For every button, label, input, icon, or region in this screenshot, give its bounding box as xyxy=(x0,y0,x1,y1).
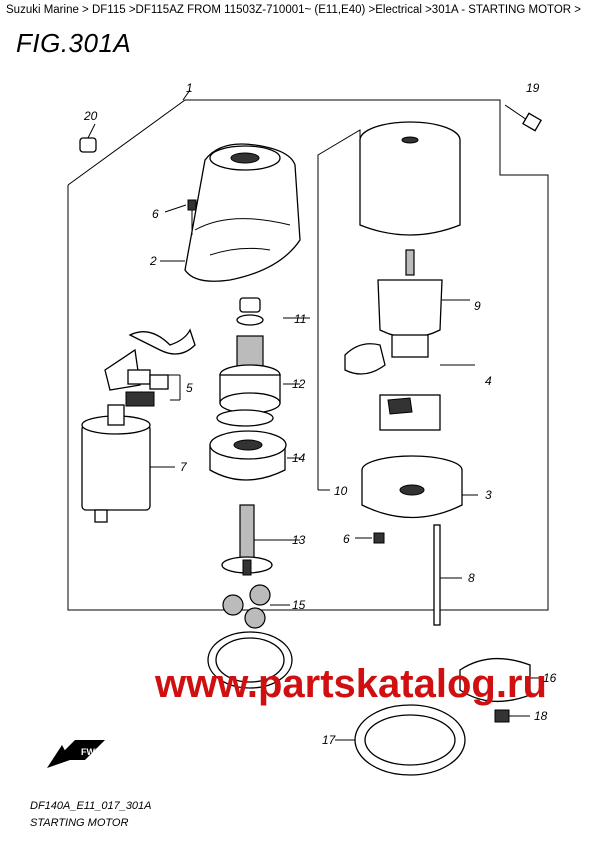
callout-5: 5 xyxy=(186,381,193,395)
assembly-boundary-10 xyxy=(317,129,361,490)
gear-case-part-14 xyxy=(209,409,287,481)
assembly-boundary-1 xyxy=(67,99,549,611)
callout-6a: 6 xyxy=(152,207,159,221)
solenoid-part-7 xyxy=(81,404,175,523)
drive-shaft-part-13 xyxy=(221,504,273,576)
callout-17: 17 xyxy=(322,733,337,747)
callout-2: 2 xyxy=(149,254,157,268)
lever-part-5 xyxy=(104,328,196,407)
clamp-part-16 xyxy=(459,657,540,703)
callout-6b: 6 xyxy=(343,532,350,546)
callout-13: 13 xyxy=(292,533,306,547)
callout-1: 1 xyxy=(186,81,193,95)
housing-part-2 xyxy=(184,143,301,282)
diagram-caption: STARTING MOTOR xyxy=(30,817,129,829)
callout-10: 10 xyxy=(334,484,348,498)
leader-lines xyxy=(160,89,310,606)
callout-16: 16 xyxy=(543,671,557,685)
callout-12: 12 xyxy=(292,377,306,391)
watermark: www.partskatalog.ru xyxy=(154,662,547,706)
armature-part-9 xyxy=(377,249,470,358)
callout-4: 4 xyxy=(485,374,492,388)
breadcrumb[interactable]: Suzuki Marine > DF115 >DF115AZ FROM 1150… xyxy=(6,4,582,16)
diagram-code-label: DF140A_E11_017_301A xyxy=(30,800,152,812)
bolt-part-6-top xyxy=(164,199,197,235)
bolt-part-18 xyxy=(494,709,530,723)
yoke-part xyxy=(359,121,461,236)
cap-part-11 xyxy=(236,297,264,326)
planet-gears-part-15 xyxy=(222,584,271,629)
callout-11: 11 xyxy=(294,312,306,326)
brush-holder-part-4 xyxy=(344,343,475,431)
callout-18: 18 xyxy=(534,709,548,723)
fwd-label: FWD xyxy=(81,747,102,757)
end-cover-part-3 xyxy=(361,455,478,519)
screw-part-6-lower xyxy=(355,532,385,544)
callout-19: 19 xyxy=(526,81,540,95)
ring-gear-part xyxy=(207,631,293,689)
callout-14: 14 xyxy=(292,451,306,465)
ring-part-17 xyxy=(335,704,466,776)
bushing-part-20 xyxy=(79,123,97,153)
callout-7: 7 xyxy=(180,460,188,474)
callout-15: 15 xyxy=(292,598,306,612)
callout-20: 20 xyxy=(83,109,98,123)
fwd-arrow-icon: FWD xyxy=(47,740,105,768)
callout-3: 3 xyxy=(485,488,492,502)
bolt-part-19 xyxy=(504,104,542,132)
gear-shaft-part-12 xyxy=(219,335,281,414)
callout-9: 9 xyxy=(474,299,481,313)
figure-title: FIG.301A xyxy=(16,28,132,58)
through-bolt-part-8 xyxy=(433,524,462,626)
callout-8: 8 xyxy=(468,571,475,585)
